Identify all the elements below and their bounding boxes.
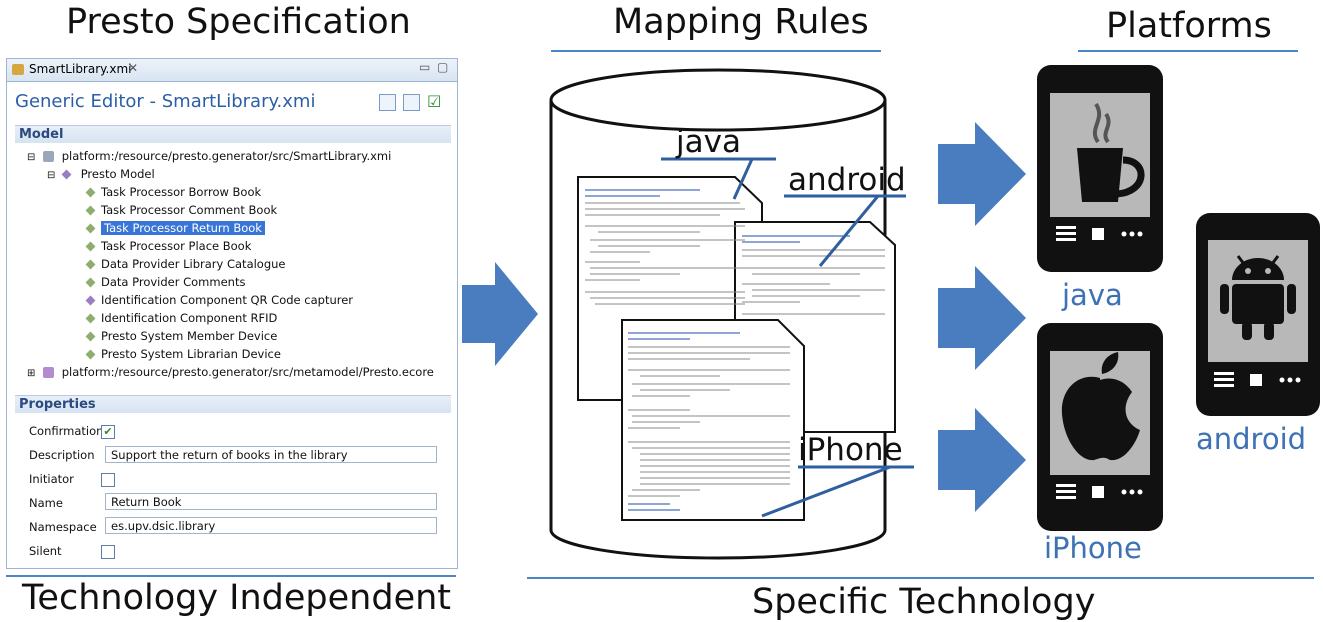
specific-tech-rule [527,577,1314,579]
initiator-checkbox[interactable] [101,473,115,487]
mapping-header-rule [551,50,881,52]
toolbar-tree-icon[interactable] [379,94,396,111]
tree-model-label: Presto Model [80,167,155,181]
editor-bottom-rule [6,575,456,577]
tree-root-label: platform:/resource/presto.generator/src/… [61,149,392,163]
ecore-icon [43,367,55,378]
platform-label-java: java [1062,278,1123,312]
name-field[interactable]: Return Book [105,493,437,510]
minimize-icon[interactable]: ▭ [419,60,431,74]
model-tree: ⊟ platform:/resource/presto.generator/sr… [7,147,457,383]
initiator-label: Initiator [29,472,74,486]
arrow-to-iphone [938,408,1026,512]
tree-item-label: Identification Component QR Code capture… [101,293,354,307]
maximize-icon[interactable]: ▢ [437,60,449,74]
tree-item[interactable]: Presto System Member Device [85,327,278,345]
platforms-header: Platforms [1106,6,1272,46]
presto-spec-header: Presto Specification [66,2,411,42]
tree-item-label: Presto System Member Device [101,329,278,343]
editor-tab-label: SmartLibrary.xmi [29,62,132,76]
tree-item[interactable]: Identification Component QR Code capture… [85,291,354,309]
callout-lines [661,157,914,518]
tech-independent-footer: Technology Independent [22,578,452,618]
namespace-label: Namespace [29,520,97,534]
collapse-icon[interactable]: ⊟ [47,170,56,181]
namespace-field[interactable]: es.upv.dsic.library [105,517,437,534]
toolbar-check-icon[interactable]: ☑ [427,92,442,111]
generic-editor-panel: SmartLibrary.xmi ✕ ▭ ▢ Generic Editor - … [6,58,458,569]
description-label: Description [29,448,95,462]
java-phone-icon [1037,65,1163,272]
tree-item[interactable]: Identification Component RFID [85,309,278,327]
tree-item-label: Presto System Librarian Device [101,347,281,361]
rule-label-android: android [788,162,906,198]
tree-item[interactable]: Task Processor Place Book [85,237,252,255]
platforms-header-rule [1078,50,1298,52]
tree-item[interactable]: Presto System Librarian Device [85,345,281,363]
tree-item-label: Task Processor Comment Book [101,203,278,217]
tree-item-label: Task Processor Place Book [101,239,252,253]
android-phone-icon [1196,213,1320,416]
iphone-phone-icon [1037,323,1163,531]
tree-ecore-label: platform:/resource/presto.generator/src/… [61,365,434,379]
name-label: Name [29,496,63,510]
tree-item-label: Task Processor Return Book [101,221,265,235]
arrow-to-android [938,266,1026,370]
arrow-to-rules [462,262,538,366]
mapping-rules-header: Mapping Rules [613,2,869,42]
editor-title: Generic Editor - SmartLibrary.xmi [15,91,316,112]
tree-item-selected[interactable]: Task Processor Return Book [85,219,265,237]
close-tab-icon[interactable]: ✕ [128,61,139,75]
model-section-header: Model [15,125,451,143]
confirmation-checkbox[interactable]: ✔ [101,425,115,439]
arrow-to-java [938,122,1026,226]
tree-item-label: Data Provider Library Catalogue [101,257,286,271]
silent-label: Silent [29,544,62,558]
tree-ecore-node[interactable]: ⊞ platform:/resource/presto.generator/sr… [27,363,434,381]
silent-checkbox[interactable] [101,545,115,559]
xmi-file-icon [12,64,24,75]
platform-label-android: android [1196,422,1307,456]
description-field[interactable]: Support the return of books in the libra… [105,446,437,463]
properties-section-header: Properties [15,395,451,413]
tree-item[interactable]: Task Processor Comment Book [85,201,278,219]
tree-item-label: Identification Component RFID [101,311,278,325]
tree-model-node[interactable]: ⊟ Presto Model [47,165,155,183]
tree-root-node[interactable]: ⊟ platform:/resource/presto.generator/sr… [27,147,391,165]
tree-item[interactable]: Data Provider Library Catalogue [85,255,286,273]
tree-item-label: Data Provider Comments [101,275,246,289]
specific-tech-footer: Specific Technology [752,582,1096,622]
rule-label-iphone: iPhone [798,432,903,468]
editor-tab[interactable]: SmartLibrary.xmi ✕ ▭ ▢ [7,59,457,82]
tree-item[interactable]: Data Provider Comments [85,273,246,291]
toolbar-grid-icon[interactable] [403,94,420,111]
tree-item[interactable]: Task Processor Borrow Book [85,183,262,201]
rule-label-java: java [676,124,741,160]
collapse-icon[interactable]: ⊟ [27,152,36,163]
confirmation-label: Confirmation [29,424,104,438]
code-lines [585,189,885,511]
resource-icon [43,151,55,162]
platform-label-iphone: iPhone [1044,531,1142,565]
expand-icon[interactable]: ⊞ [27,368,36,379]
tree-item-label: Task Processor Borrow Book [101,185,262,199]
